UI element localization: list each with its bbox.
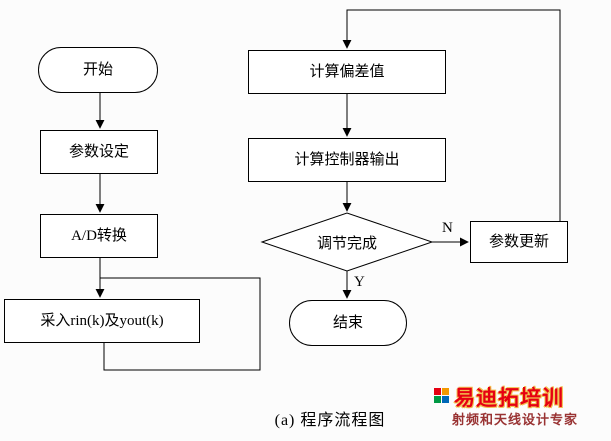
node-decision-adjust-done: 调节完成 — [316, 235, 377, 252]
node-parameter-update: 参数更新 — [470, 221, 568, 263]
branch-label-no: N — [442, 220, 453, 236]
node-ad-conversion: A/D转换 — [40, 214, 158, 258]
node-end: 结束 — [289, 300, 407, 346]
watermark-logo-square-4 — [442, 396, 449, 403]
node-calculate-controller-output: 计算控制器输出 — [248, 138, 446, 182]
watermark: 易迪拓培训 射频和天线设计专家 — [432, 382, 607, 434]
figure-caption: (a) 程序流程图 — [274, 412, 386, 429]
watermark-logo-icon — [434, 388, 450, 404]
connector-sample-loop — [100, 277, 261, 371]
branch-label-yes: Y — [354, 274, 365, 290]
watermark-logo-square-3 — [434, 396, 441, 403]
watermark-brand-text: 易迪拓培训 — [454, 387, 564, 410]
watermark-logo-square-2 — [442, 388, 449, 395]
node-sample-rin-yout: 采入rin(k)及yout(k) — [4, 299, 200, 343]
node-parameter-setting: 参数设定 — [40, 130, 158, 174]
decision-diamond-shape — [260, 212, 434, 272]
watermark-logo-square-1 — [434, 388, 441, 395]
node-start: 开始 — [38, 47, 158, 93]
node-calculate-deviation: 计算偏差值 — [248, 50, 446, 94]
connector-paramupdate-to-calcerror — [342, 9, 561, 221]
watermark-tagline-text: 射频和天线设计专家 — [452, 412, 579, 427]
